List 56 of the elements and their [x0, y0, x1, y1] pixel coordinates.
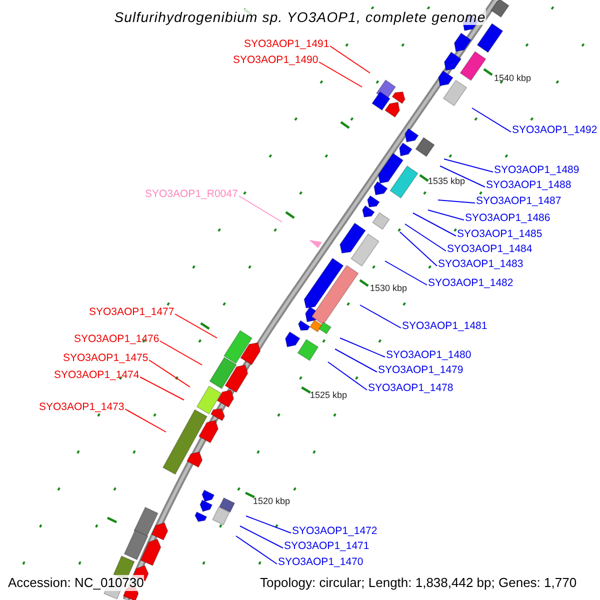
- leader-line: [174, 314, 218, 338]
- gene-label: SYO3AOP1_1482: [428, 277, 514, 290]
- leader-line: [236, 536, 278, 564]
- gene-label: SYO3AOP1_1479: [378, 364, 464, 377]
- leader-line: [444, 158, 494, 172]
- gene-label: SYO3AOP1_R0047: [145, 188, 238, 201]
- gene-label: SYO3AOP1_1471: [284, 540, 370, 553]
- scale-label: 1520 kbp: [253, 496, 290, 507]
- leader-line: [404, 224, 446, 252]
- gene-label: SYO3AOP1_1492: [512, 124, 598, 137]
- gene-label: SYO3AOP1_1490: [233, 54, 318, 67]
- scale-label: 1525 kbp: [310, 390, 348, 401]
- gene-label: SYO3AOP1_1481: [402, 320, 488, 333]
- leader-line: [238, 196, 282, 222]
- gene-label: SYO3AOP1_1476: [74, 333, 160, 346]
- gene-label: SYO3AOP1_1470: [278, 556, 364, 569]
- gene-label: SYO3AOP1_1491: [244, 38, 330, 51]
- leader-line: [472, 108, 512, 132]
- gene-label: SYO3AOP1_1485: [457, 228, 542, 241]
- gene-label: SYO3AOP1_1488: [486, 179, 572, 192]
- map-title: Sulfurihydrogenibium sp. YO3AOP1, complete genome: [114, 9, 486, 25]
- leader-line: [240, 526, 284, 548]
- footer-text: Topology: circular; Length: 1,838,442 bp; Genes: 1,770: [260, 575, 577, 591]
- footer-text: Accession: NC_010730: [8, 575, 144, 591]
- scale-label: 1540 kbp: [494, 73, 532, 84]
- leader-line: [330, 46, 370, 74]
- leader-line: [160, 340, 202, 366]
- gene-label: SYO3AOP1_1478: [368, 382, 454, 395]
- scale-label: 1530 kbp: [370, 283, 408, 294]
- gene-label: SYO3AOP1_1484: [447, 243, 532, 256]
- gene-label: SYO3AOP1_1483: [438, 258, 524, 271]
- leader-line: [334, 348, 378, 372]
- leader-line: [318, 62, 362, 88]
- gene-label: SYO3AOP1_1487: [476, 195, 562, 208]
- gene-label: SYO3AOP1_1480: [386, 349, 472, 362]
- leader-line: [438, 200, 476, 204]
- gene-label: SYO3AOP1_1489: [494, 164, 580, 177]
- leader-line: [440, 166, 486, 188]
- leader-line: [384, 260, 428, 286]
- leader-line: [340, 338, 386, 358]
- gene-label: SYO3AOP1_1475: [63, 352, 148, 365]
- leader-line: [360, 304, 402, 328]
- gene-label: SYO3AOP1_1474: [54, 369, 140, 382]
- leader-line: [148, 360, 190, 388]
- leader-line: [412, 212, 456, 236]
- leader-line: [328, 362, 368, 390]
- gene-label: SYO3AOP1_1472: [292, 525, 378, 538]
- gene-label: SYO3AOP1_1486: [465, 212, 550, 225]
- leader-line: [428, 210, 464, 220]
- leader-line: [140, 376, 184, 400]
- leader-line: [246, 516, 292, 534]
- leader-line: [400, 232, 438, 266]
- leader-line: [124, 408, 166, 432]
- gene-label: SYO3AOP1_1477: [89, 306, 174, 319]
- scale-label: 1535 kbp: [428, 176, 466, 187]
- gene-label: SYO3AOP1_1473: [39, 401, 124, 414]
